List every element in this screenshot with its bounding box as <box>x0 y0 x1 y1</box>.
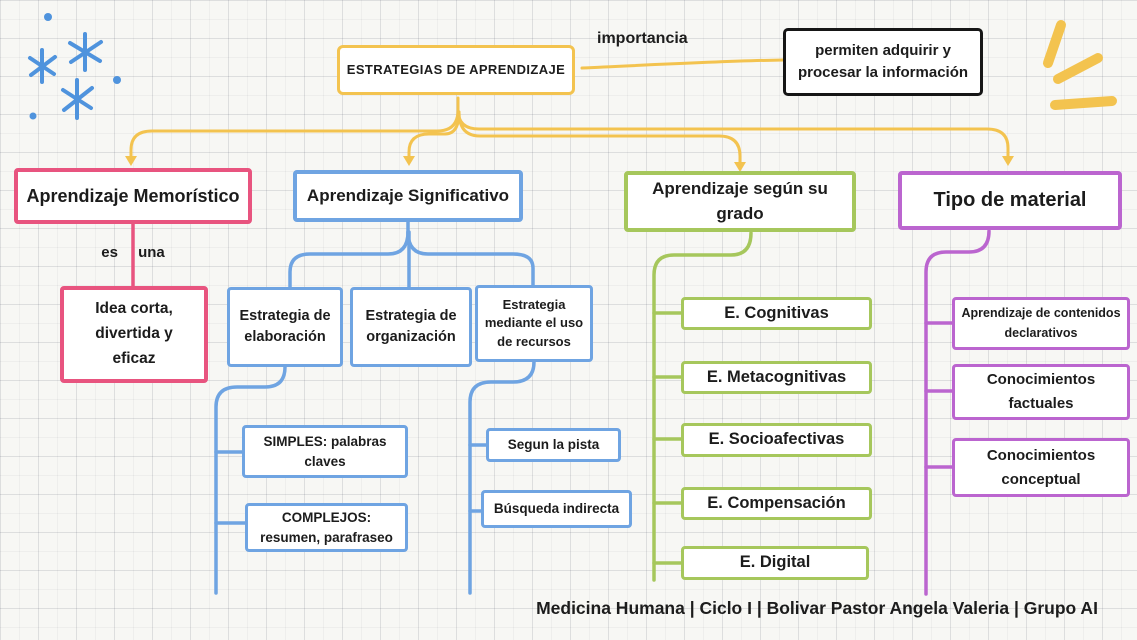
branch-significativo: Aprendizaje Significativo <box>293 170 523 222</box>
node-estrategia-recursos: Estrategia mediante el uso de recursos <box>475 285 593 362</box>
branch-memoristico: Aprendizaje Memorístico <box>14 168 252 224</box>
node-estrategia-elaboracion: Estrategia de elaboración <box>227 287 343 367</box>
node-simples: SIMPLES: palabras claves <box>242 425 408 478</box>
node-segun-la-pista: Segun la pista <box>486 428 621 462</box>
node-e-compensacion: E. Compensación <box>681 487 872 520</box>
importance-edge-label: importancia <box>597 30 688 47</box>
node-conocimientos-factuales: Conocimientos factuales <box>952 364 1130 420</box>
branch-grado: Aprendizaje según su grado <box>624 171 856 232</box>
node-complejos: COMPLEJOS: resumen, parafraseo <box>245 503 408 552</box>
node-estrategia-organizacion: Estrategia de organización <box>350 287 472 367</box>
node-e-metacognitivas: E. Metacognitivas <box>681 361 872 394</box>
node-e-socioafectivas: E. Socioafectivas <box>681 423 872 457</box>
credit-line: Medicina Humana | Ciclo I | Bolivar Past… <box>536 598 1098 618</box>
node-idea-corta: Idea corta, divertida y eficaz <box>60 286 208 383</box>
node-conocimientos-conceptual: Conocimientos conceptual <box>952 438 1130 497</box>
connector-grado <box>652 231 753 582</box>
root-node: ESTRATEGIAS DE APRENDIZAJE <box>337 45 575 95</box>
connector-root-importance <box>580 58 785 70</box>
node-e-digital: E. Digital <box>681 546 869 580</box>
sparkles-icon <box>28 13 121 120</box>
highlight-strokes-icon <box>1043 20 1117 110</box>
importance-note: permiten adquirir y procesar la informac… <box>783 28 983 96</box>
node-e-cognitivas: E. Cognitivas <box>681 297 872 330</box>
arrowheads <box>125 156 1014 172</box>
branch-material: Tipo de material <box>898 171 1122 230</box>
edge-label-es-una: es una <box>101 244 165 261</box>
node-busqueda-indirecta: Búsqueda indirecta <box>481 490 632 528</box>
node-contenidos-declarativos: Aprendizaje de contenidos declarativos <box>952 297 1130 350</box>
